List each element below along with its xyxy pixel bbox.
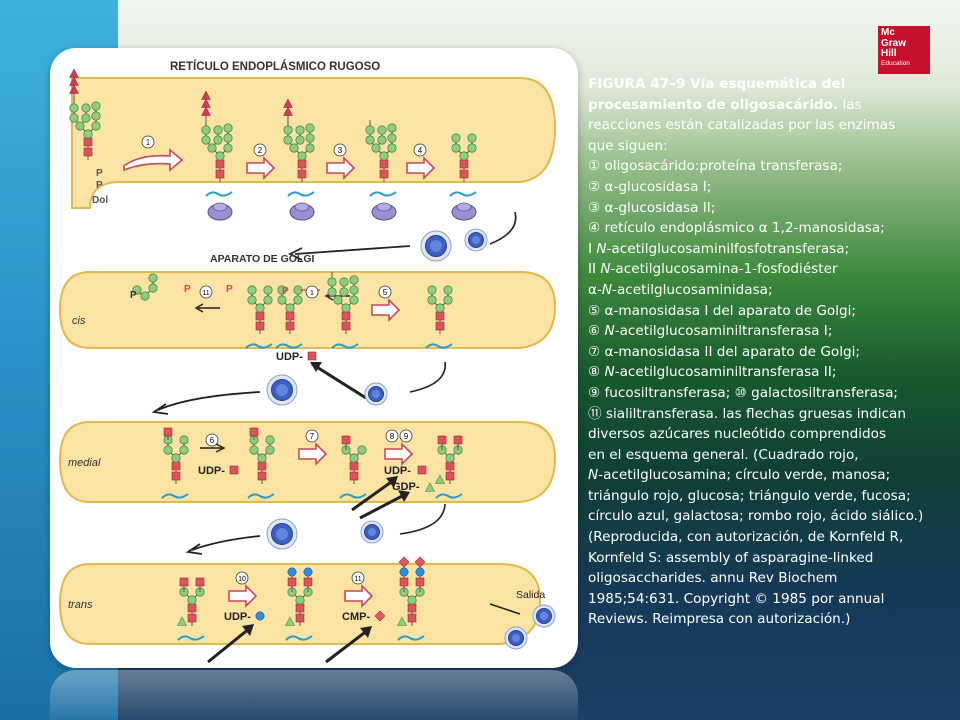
svg-text:8: 8 [390, 432, 395, 441]
caption-title: FIGURA 47–9 Vía esquemática del [588, 76, 846, 92]
medial-glycoprotein-2 [247, 427, 275, 499]
svg-text:11: 11 [202, 290, 209, 297]
phosphate-label: P [282, 286, 289, 297]
figure-card: RETÍCULO ENDOPLÁSMICO RUGOSO P P Dol 1 [50, 48, 578, 668]
step-4-arrow: 4 [406, 143, 435, 179]
rer-title: RETÍCULO ENDOPLÁSMICO RUGOSO [170, 60, 380, 73]
rer-glycoprotein-1 [201, 90, 233, 221]
phosphate-label: P [226, 284, 233, 295]
trans-label: trans [68, 599, 93, 611]
svg-text:10: 10 [238, 576, 246, 583]
phosphate-label: P [96, 180, 103, 191]
dolichol-label: Dol [92, 195, 108, 206]
dolichol-oligosaccharide [69, 68, 101, 160]
medial-glycoprotein-1 [161, 427, 189, 499]
mcgraw-hill-logo: Mc Graw Hill Education [878, 26, 930, 74]
step-2-arrow: 2 [246, 143, 275, 179]
svg-text:9: 9 [404, 432, 409, 441]
trans-glycoprotein-3 [397, 556, 426, 641]
svg-text:1: 1 [146, 138, 151, 147]
cis-label: cis [72, 315, 86, 327]
udp-glcnac-label: UDP- [276, 351, 303, 363]
step-8-9-arrow: 8 9 [384, 429, 413, 465]
svg-text:11: 11 [354, 576, 361, 583]
trans-glycoprotein-2 [285, 567, 313, 641]
udp-glcnac-label: UDP- [384, 465, 411, 477]
rer-glycoprotein-2 [283, 98, 315, 221]
step-11-arrow: 11 [344, 571, 373, 607]
svg-text:5: 5 [383, 288, 388, 297]
trans-glycoprotein-1 [177, 577, 205, 641]
step-7-arrow: 7 [298, 429, 327, 465]
svg-text:6: 6 [210, 436, 215, 445]
rer-compartment [71, 77, 557, 209]
svg-text:3: 3 [338, 146, 343, 155]
step-1-arrow: 1 [123, 135, 184, 172]
exit-label: Salida [516, 589, 545, 601]
figure-caption: FIGURA 47–9 Vía esquemática del procesam… [588, 74, 928, 630]
cmp-sialic-acid-label: CMP- [342, 611, 370, 623]
golgi-cis-cisterna [58, 271, 557, 349]
phosphate-label: P [130, 290, 137, 301]
svg-text:1: 1 [310, 290, 314, 297]
phosphate-label: P [184, 284, 191, 295]
medial-glycoprotein-3 [339, 435, 367, 499]
udp-glcnac-label: UDP- [198, 465, 225, 477]
svg-text:2: 2 [258, 146, 263, 155]
golgi-title: APARATO DE GOLGI [210, 253, 315, 265]
svg-text:7: 7 [310, 432, 315, 441]
step-3-arrow: 3 [326, 143, 355, 179]
step-5-arrow: 5 [371, 285, 400, 321]
udp-galactose-label: UDP- [224, 611, 251, 623]
cis-phospho-oligosaccharide [132, 273, 158, 301]
slide-reflection [50, 670, 578, 720]
medial-label: medial [68, 457, 101, 469]
step-10-arrow: 10 [228, 571, 257, 607]
svg-text:4: 4 [418, 146, 423, 155]
gdp-fucose-label: GDP- [392, 481, 420, 493]
oligosaccharide-processing-diagram: RETÍCULO ENDOPLÁSMICO RUGOSO P P Dol 1 [58, 60, 557, 664]
phosphate-label: P [96, 168, 103, 179]
medial-glycoprotein-4 [435, 435, 463, 499]
